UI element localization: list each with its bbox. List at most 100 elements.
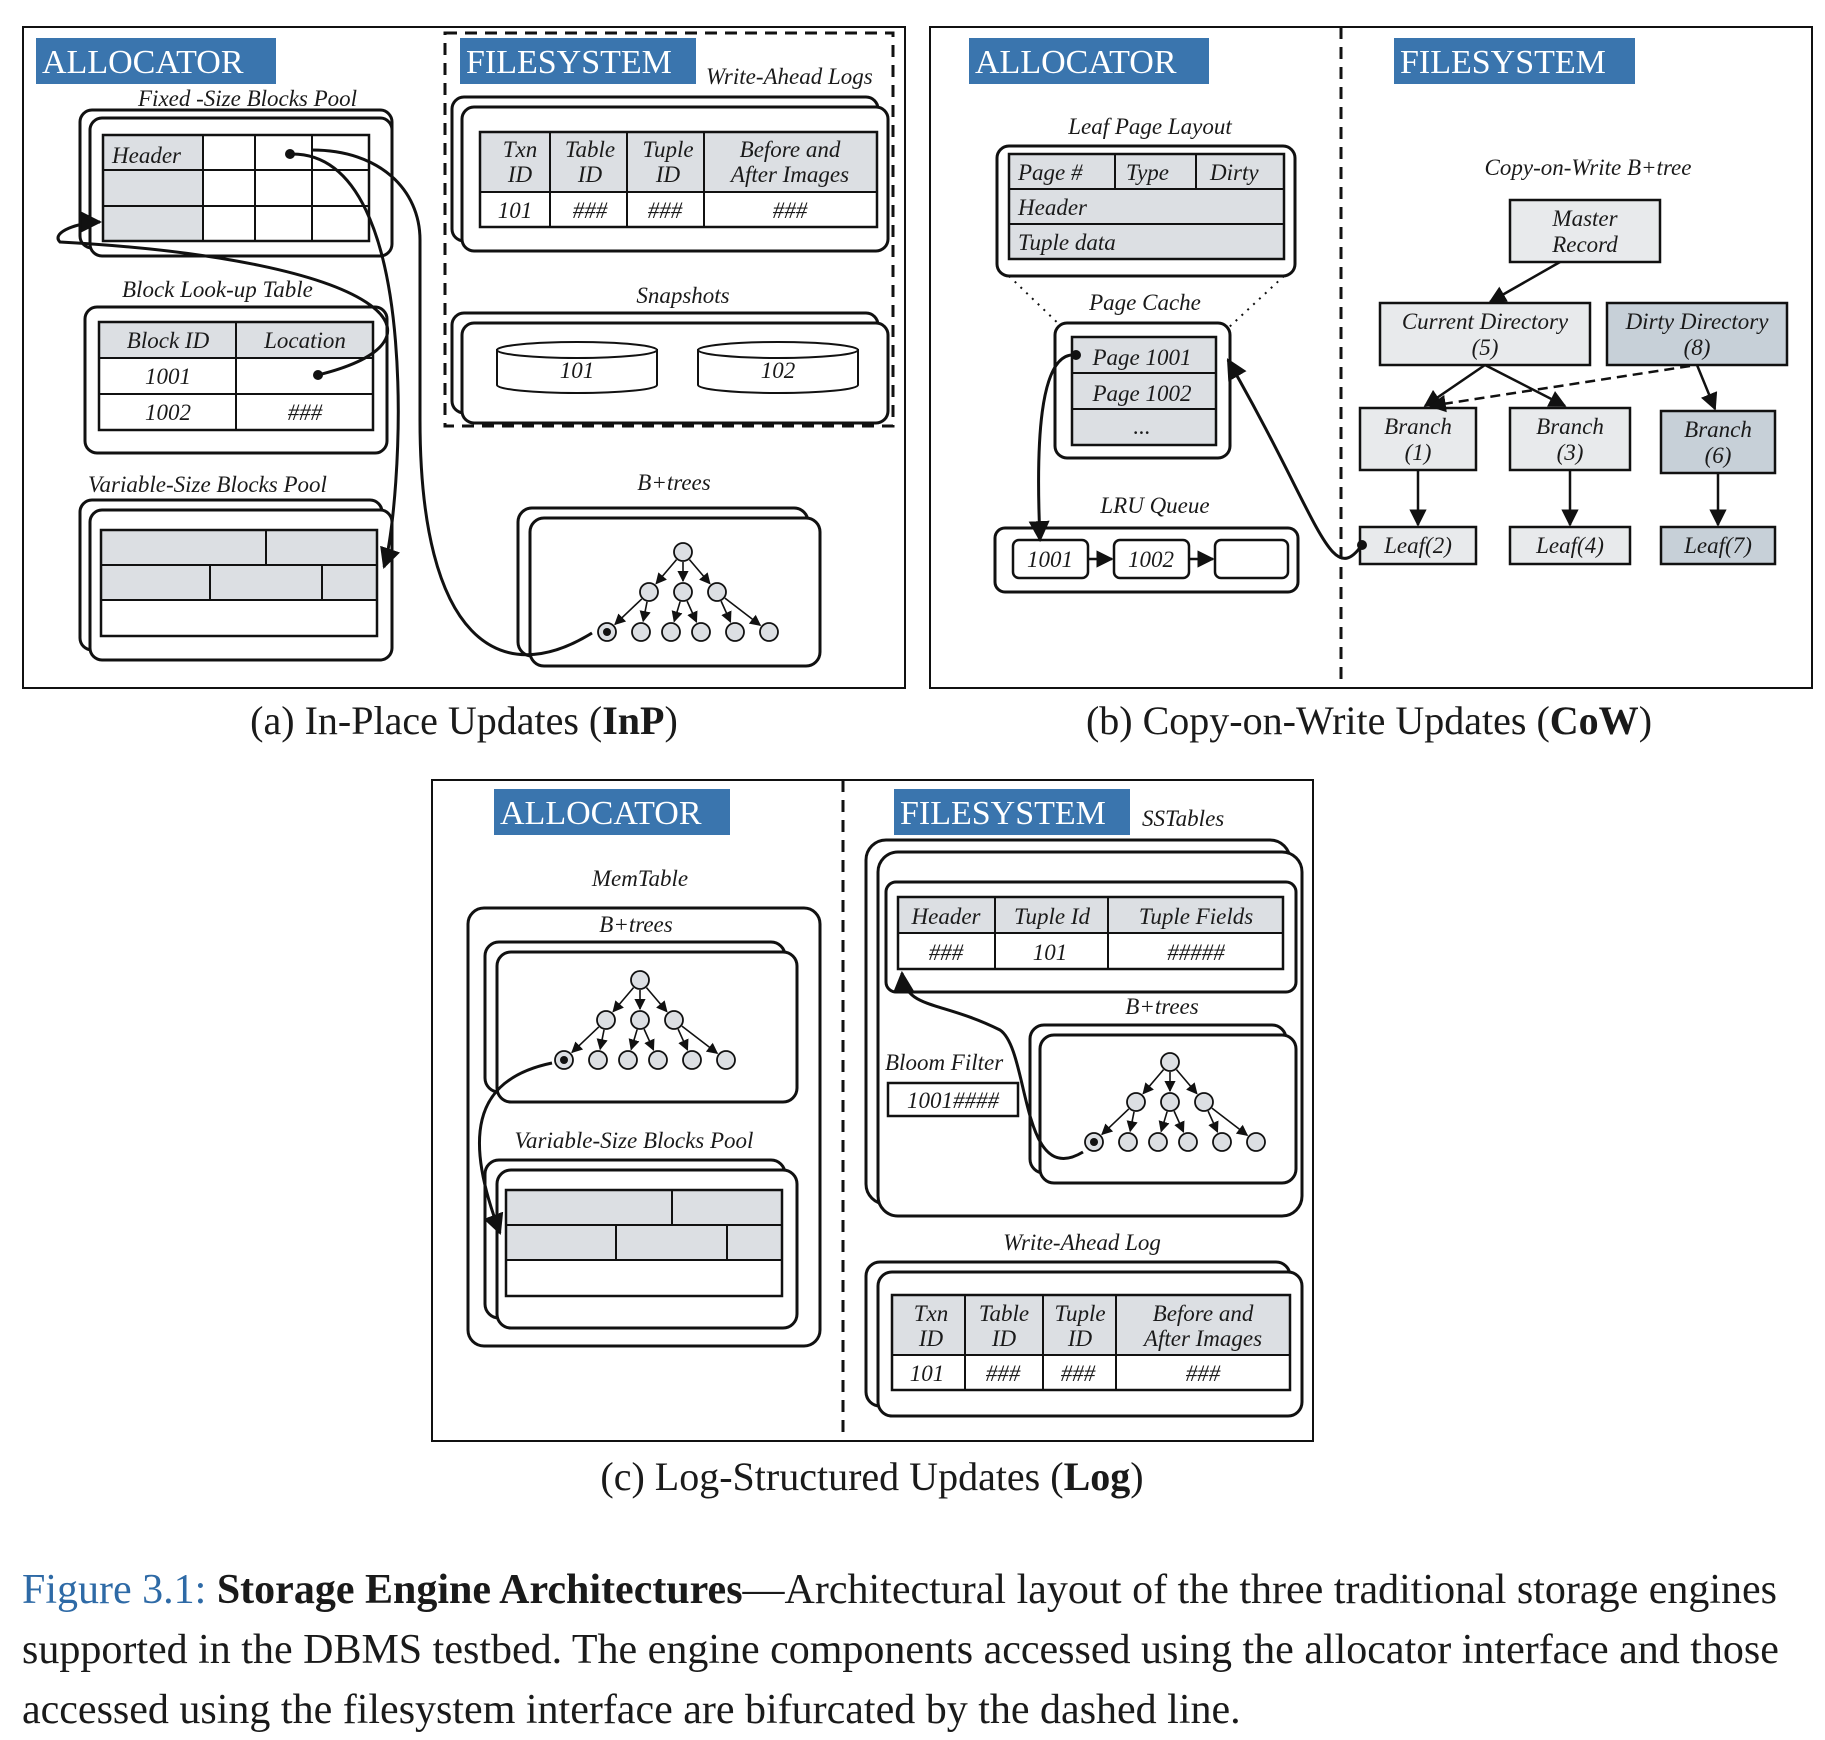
leaf-4-label: Leaf(4) [1535,533,1604,558]
leaf-2-label: Leaf(2) [1383,533,1452,558]
tree-edge [643,1028,655,1051]
dirty-directory-num: (8) [1684,335,1711,360]
lookup-col-location: Location [263,328,346,353]
tree-edge [681,1025,719,1054]
filesystem-label-b: FILESYSTEM [1400,44,1606,81]
wal-a-col-before: Before and [740,137,841,162]
tree-pointer-dot [603,628,611,636]
tree-root-node [673,542,693,562]
wal-c-cell: 101 [910,1361,945,1386]
wal-a-col-txn-id: ID [507,162,533,187]
filesystem-header-c [894,789,1130,835]
memtable-btrees-label: B+trees [599,912,672,937]
tree-edge [1173,1110,1185,1133]
tree-node [1194,1092,1214,1112]
tree-edge [571,1026,600,1054]
tree-root-node [1160,1052,1180,1072]
tree-node [630,1010,650,1030]
snapshots-box: 101 102 [450,311,890,425]
lru-item-1002: 1002 [1128,547,1174,572]
leaf-row-tuple: Tuple data [1018,230,1116,255]
branch-1-label: Branch [1384,414,1452,439]
pointer-cache-to-lru [1028,353,1077,543]
page-1002: Page 1002 [1091,381,1191,406]
allocator-header-a [36,38,276,84]
fixed-pool-header: Header [111,143,182,168]
btree-graphic-a [597,542,779,642]
tree-node [725,622,745,642]
wal-c-col-table: Table [979,1301,1029,1326]
wal-c-col-tuple-id: ID [1067,1326,1093,1351]
memtable-label: MemTable [591,866,688,891]
tree-node [648,1050,668,1070]
tree-node [588,1050,608,1070]
wal-label-c: Write-Ahead Log [1003,1230,1161,1255]
snapshot-102: 102 [761,358,796,383]
pointer-leaf-to-cache [1226,358,1364,560]
tree-node [1178,1132,1198,1152]
wal-c-col-before: Before and [1153,1301,1254,1326]
master-record [1508,198,1662,264]
tree-pointer-dot [1090,1138,1098,1146]
pointer-fixed-to-var [289,152,401,569]
ss-col-tuple-id: Tuple Id [1014,904,1091,929]
wal-a-col-table: Table [565,137,615,162]
branch-3-label: Branch [1536,414,1604,439]
tree-node [1246,1132,1266,1152]
panel-b-cow: ALLOCATOR FILESYSTEM Leaf Page Layout Pa… [929,26,1813,689]
tree-edge [614,598,643,626]
ss-col-tuple-fields: Tuple Fields [1139,904,1253,929]
tree-node [691,622,711,642]
figure-caption: Figure 3.1: Storage Engine Architectures… [22,1560,1812,1740]
btree-graphic-c-mem [554,970,736,1070]
figure-label: Figure 3.1: [22,1567,217,1613]
tree-edge [686,600,698,623]
wal-c-col-table-id: ID [991,1326,1017,1351]
leaf-4 [1508,525,1632,566]
tree-node [716,1050,736,1070]
page-cache: Page 1001 Page 1002 ... [1053,321,1232,460]
tree-node [618,1050,638,1070]
leaf-7 [1659,525,1777,566]
caption-c: (c) Log-Structured Updates (Log) [600,1454,1143,1499]
bloom-filter-box [886,1081,1020,1118]
leaf-7-label: Leaf(7) [1683,533,1752,558]
tree-node [664,1010,684,1030]
btree-graphic-c-ss [1084,1052,1266,1152]
tree-edge [1158,1111,1170,1133]
leaf-layout-label: Leaf Page Layout [1067,114,1232,139]
filesystem-header-b [1394,38,1635,84]
lookup-row-2-location: ### [288,400,323,425]
ss-btrees-label: B+trees [1125,994,1198,1019]
tree-node [596,1010,616,1030]
wal-table-c: Txn ID Table ID Tuple ID Before and Afte… [864,1260,1304,1418]
tree-edge [596,1029,608,1051]
leaf-col-type: Type [1126,160,1169,185]
allocator-label-c: ALLOCATOR [500,795,702,832]
ss-col-header: Header [911,904,982,929]
variable-size-blocks-pool-a [78,498,394,662]
ss-cell: ### [929,940,964,965]
wal-a-cell: ### [573,198,608,223]
wal-table-a: Txn ID Table ID Tuple ID Before and Afte… [450,95,890,253]
storage-engine-figure: ALLOCATOR FILESYSTEM Fixed -Size Blocks … [22,26,1813,1499]
tree-edge [720,600,732,623]
lru-label: LRU Queue [1099,493,1209,518]
wal-a-col-tuple-id: ID [655,162,681,187]
tree-edge [1175,1069,1198,1095]
leaf-col-page: Page # [1017,160,1083,185]
dirty-directory-label: Dirty Directory [1625,309,1770,334]
tree-edge [688,559,711,585]
lookup-table-label: Block Look-up Table [122,277,313,302]
ss-cell: 101 [1033,940,1068,965]
caption-a: (a) In-Place Updates (InP) [250,698,678,743]
tree-edge [677,1028,689,1051]
tree-node [1126,1092,1146,1112]
tree-edge [724,597,762,626]
snapshots-label: Snapshots [636,283,729,308]
wal-c-cell: ### [1061,1361,1096,1386]
sstables: Header Tuple Id Tuple Fields ### 101 ###… [864,838,1304,1218]
fixed-pool-label: Fixed -Size Blocks Pool [137,86,357,111]
tree-node [673,582,693,602]
bloom-filter-value: 1001#### [907,1088,1000,1113]
